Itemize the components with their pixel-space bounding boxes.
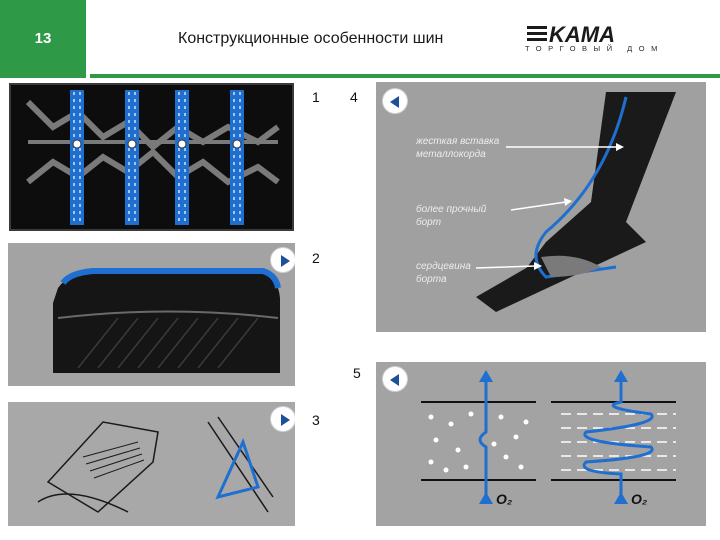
panel-5-oxygen-barrier: O₂ O₂ bbox=[376, 362, 706, 526]
left-oxygen-label: O₂ bbox=[496, 491, 512, 507]
logo-tagline: ТОРГОВЫЙ ДОМ bbox=[525, 44, 700, 53]
callout-1-line-2: металлокорда bbox=[416, 149, 486, 160]
play-left-icon bbox=[383, 367, 409, 393]
label-1: 1 bbox=[312, 89, 320, 105]
slide-number: 13 bbox=[0, 0, 86, 78]
play-right-icon bbox=[271, 248, 295, 274]
slide-header: 13 Конструкционные особенности шин KAMA … bbox=[0, 0, 720, 78]
panel-3-sipe-diagram bbox=[8, 402, 295, 526]
panel-3-play-button[interactable] bbox=[270, 406, 295, 432]
oxygen-barrier-illustration: O₂ O₂ bbox=[376, 362, 706, 526]
label-5: 5 bbox=[353, 365, 361, 381]
slide-title: Конструкционные особенности шин bbox=[178, 30, 443, 48]
right-oxygen-label: O₂ bbox=[631, 491, 647, 507]
panel-2-play-button[interactable] bbox=[270, 247, 295, 273]
tread-pattern-illustration bbox=[8, 82, 295, 232]
callout-3-line-1: сердцевина bbox=[416, 261, 471, 272]
panel-1-tread-pattern bbox=[8, 82, 295, 232]
callout-1-line-1: жесткая вставка bbox=[415, 136, 500, 147]
panel-5-play-button[interactable] bbox=[382, 366, 408, 392]
panel-4-bead-construction: жесткая вставка металлокорда более прочн… bbox=[376, 82, 706, 332]
sipe-diagram-illustration bbox=[8, 402, 295, 526]
bead-construction-illustration: жесткая вставка металлокорда более прочн… bbox=[376, 82, 706, 332]
play-right-icon bbox=[271, 407, 295, 433]
callout-3-line-2: борта bbox=[416, 273, 447, 285]
play-left-icon bbox=[383, 89, 409, 115]
label-2: 2 bbox=[312, 250, 320, 266]
label-3: 3 bbox=[312, 412, 320, 428]
callout-2-line-1: более прочный bbox=[416, 203, 487, 215]
label-4: 4 bbox=[350, 89, 358, 105]
panel-4-play-button[interactable] bbox=[382, 88, 408, 114]
tire-profile-illustration bbox=[8, 243, 295, 386]
callout-2-line-2: борт bbox=[416, 216, 441, 228]
panel-2-tire-profile bbox=[8, 243, 295, 386]
